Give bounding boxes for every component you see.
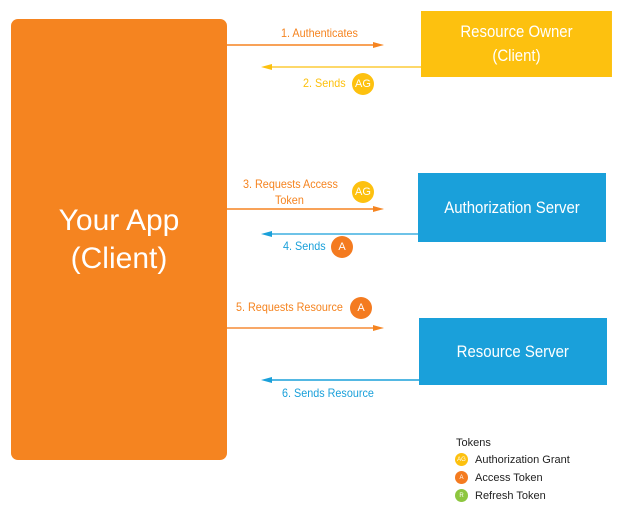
- arrowhead-right-icon: [373, 206, 384, 212]
- authorization-server-label: Authorization Server: [444, 197, 580, 217]
- your-app-client-node: Your App (Client): [11, 19, 227, 460]
- access-token-badge: A: [331, 236, 353, 258]
- authorization-grant-icon: AG: [455, 453, 468, 466]
- authorization-grant-badge: AG: [352, 181, 374, 203]
- arrow-4-sends-a: [261, 231, 418, 237]
- arrow-6-sends-resource: [261, 377, 419, 383]
- step-3-label-line1: 3. Requests Access: [243, 177, 338, 191]
- legend-label: Authorization Grant: [475, 453, 570, 466]
- app-subtitle: (Client): [70, 241, 168, 275]
- resource-owner-node: Resource Owner (Client): [421, 11, 612, 77]
- arrowhead-left-icon: [261, 377, 272, 383]
- legend-item-access-token: A Access Token: [455, 471, 543, 484]
- arrow-1-authenticates: [227, 42, 384, 48]
- arrowhead-right-icon: [373, 42, 384, 48]
- arrow-5-requests-resource: [227, 325, 384, 331]
- access-token-icon: A: [455, 471, 468, 484]
- arrowhead-left-icon: [261, 64, 272, 70]
- arrowhead-right-icon: [373, 325, 384, 331]
- step-1-label: 1. Authenticates: [281, 26, 358, 40]
- resource-server-label: Resource Server: [456, 341, 570, 361]
- arrow-2-sends-ag: [261, 64, 421, 70]
- step-6-label: 6. Sends Resource: [282, 386, 374, 400]
- access-token-badge: A: [350, 297, 372, 319]
- step-2-label: 2. Sends: [303, 76, 346, 90]
- owner-subtitle: (Client): [492, 46, 541, 65]
- resource-server-node: Resource Server: [419, 318, 607, 385]
- legend-title: Tokens: [456, 437, 491, 449]
- authorization-grant-badge: AG: [352, 73, 374, 95]
- legend-label: Refresh Token: [475, 489, 546, 502]
- authorization-server-node: Authorization Server: [418, 173, 606, 242]
- step-3-label-line2: Token: [275, 193, 304, 207]
- legend-label: Access Token: [475, 471, 543, 484]
- owner-title: Resource Owner: [460, 22, 573, 41]
- app-title: Your App: [58, 203, 180, 237]
- legend-item-refresh-token: R Refresh Token: [455, 489, 546, 502]
- refresh-token-icon: R: [455, 489, 468, 502]
- arrow-3-requests-access-token: [227, 206, 384, 212]
- arrowhead-left-icon: [261, 231, 272, 237]
- legend-item-authorization-grant: AG Authorization Grant: [455, 453, 570, 466]
- step-4-label: 4. Sends: [283, 239, 326, 253]
- step-5-label: 5. Requests Resource: [236, 300, 343, 314]
